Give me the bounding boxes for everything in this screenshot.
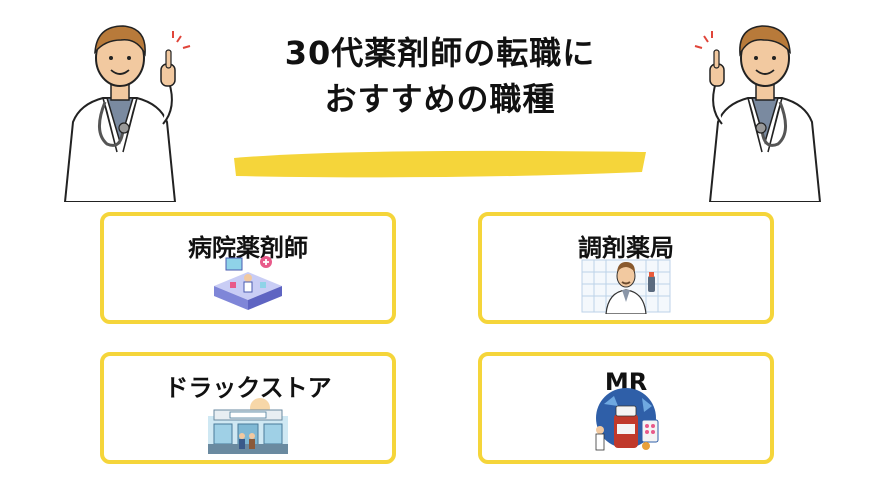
title-line-2: おすすめの職種 bbox=[324, 80, 556, 118]
job-card-label: 調剤薬局 bbox=[578, 234, 674, 262]
doctor-illustration-right bbox=[694, 25, 822, 202]
job-card-label: ドラックストア bbox=[164, 374, 332, 402]
title-line-1: 30代薬剤師の転職に bbox=[284, 34, 596, 72]
pharmacist-illustration bbox=[581, 259, 671, 314]
drugstore-building-illustration bbox=[208, 398, 288, 454]
job-card-drugstore[interactable]: ドラックストア bbox=[100, 352, 396, 464]
job-card-label: 病院薬剤師 bbox=[188, 234, 308, 262]
job-card-hospital-pharmacist[interactable]: 病院薬剤師 bbox=[100, 212, 396, 324]
job-card-dispensing-pharmacy[interactable]: 調剤薬局 bbox=[478, 212, 774, 324]
page-title: 30代薬剤師の転職に おすすめの職種 bbox=[190, 30, 690, 122]
hospital-lab-illustration bbox=[214, 256, 282, 310]
doctor-illustration-left bbox=[63, 25, 191, 202]
job-card-medical-representative[interactable]: MR bbox=[478, 352, 774, 464]
medical-rep-illustration bbox=[595, 388, 659, 451]
highlight-brush-stroke bbox=[234, 150, 646, 178]
